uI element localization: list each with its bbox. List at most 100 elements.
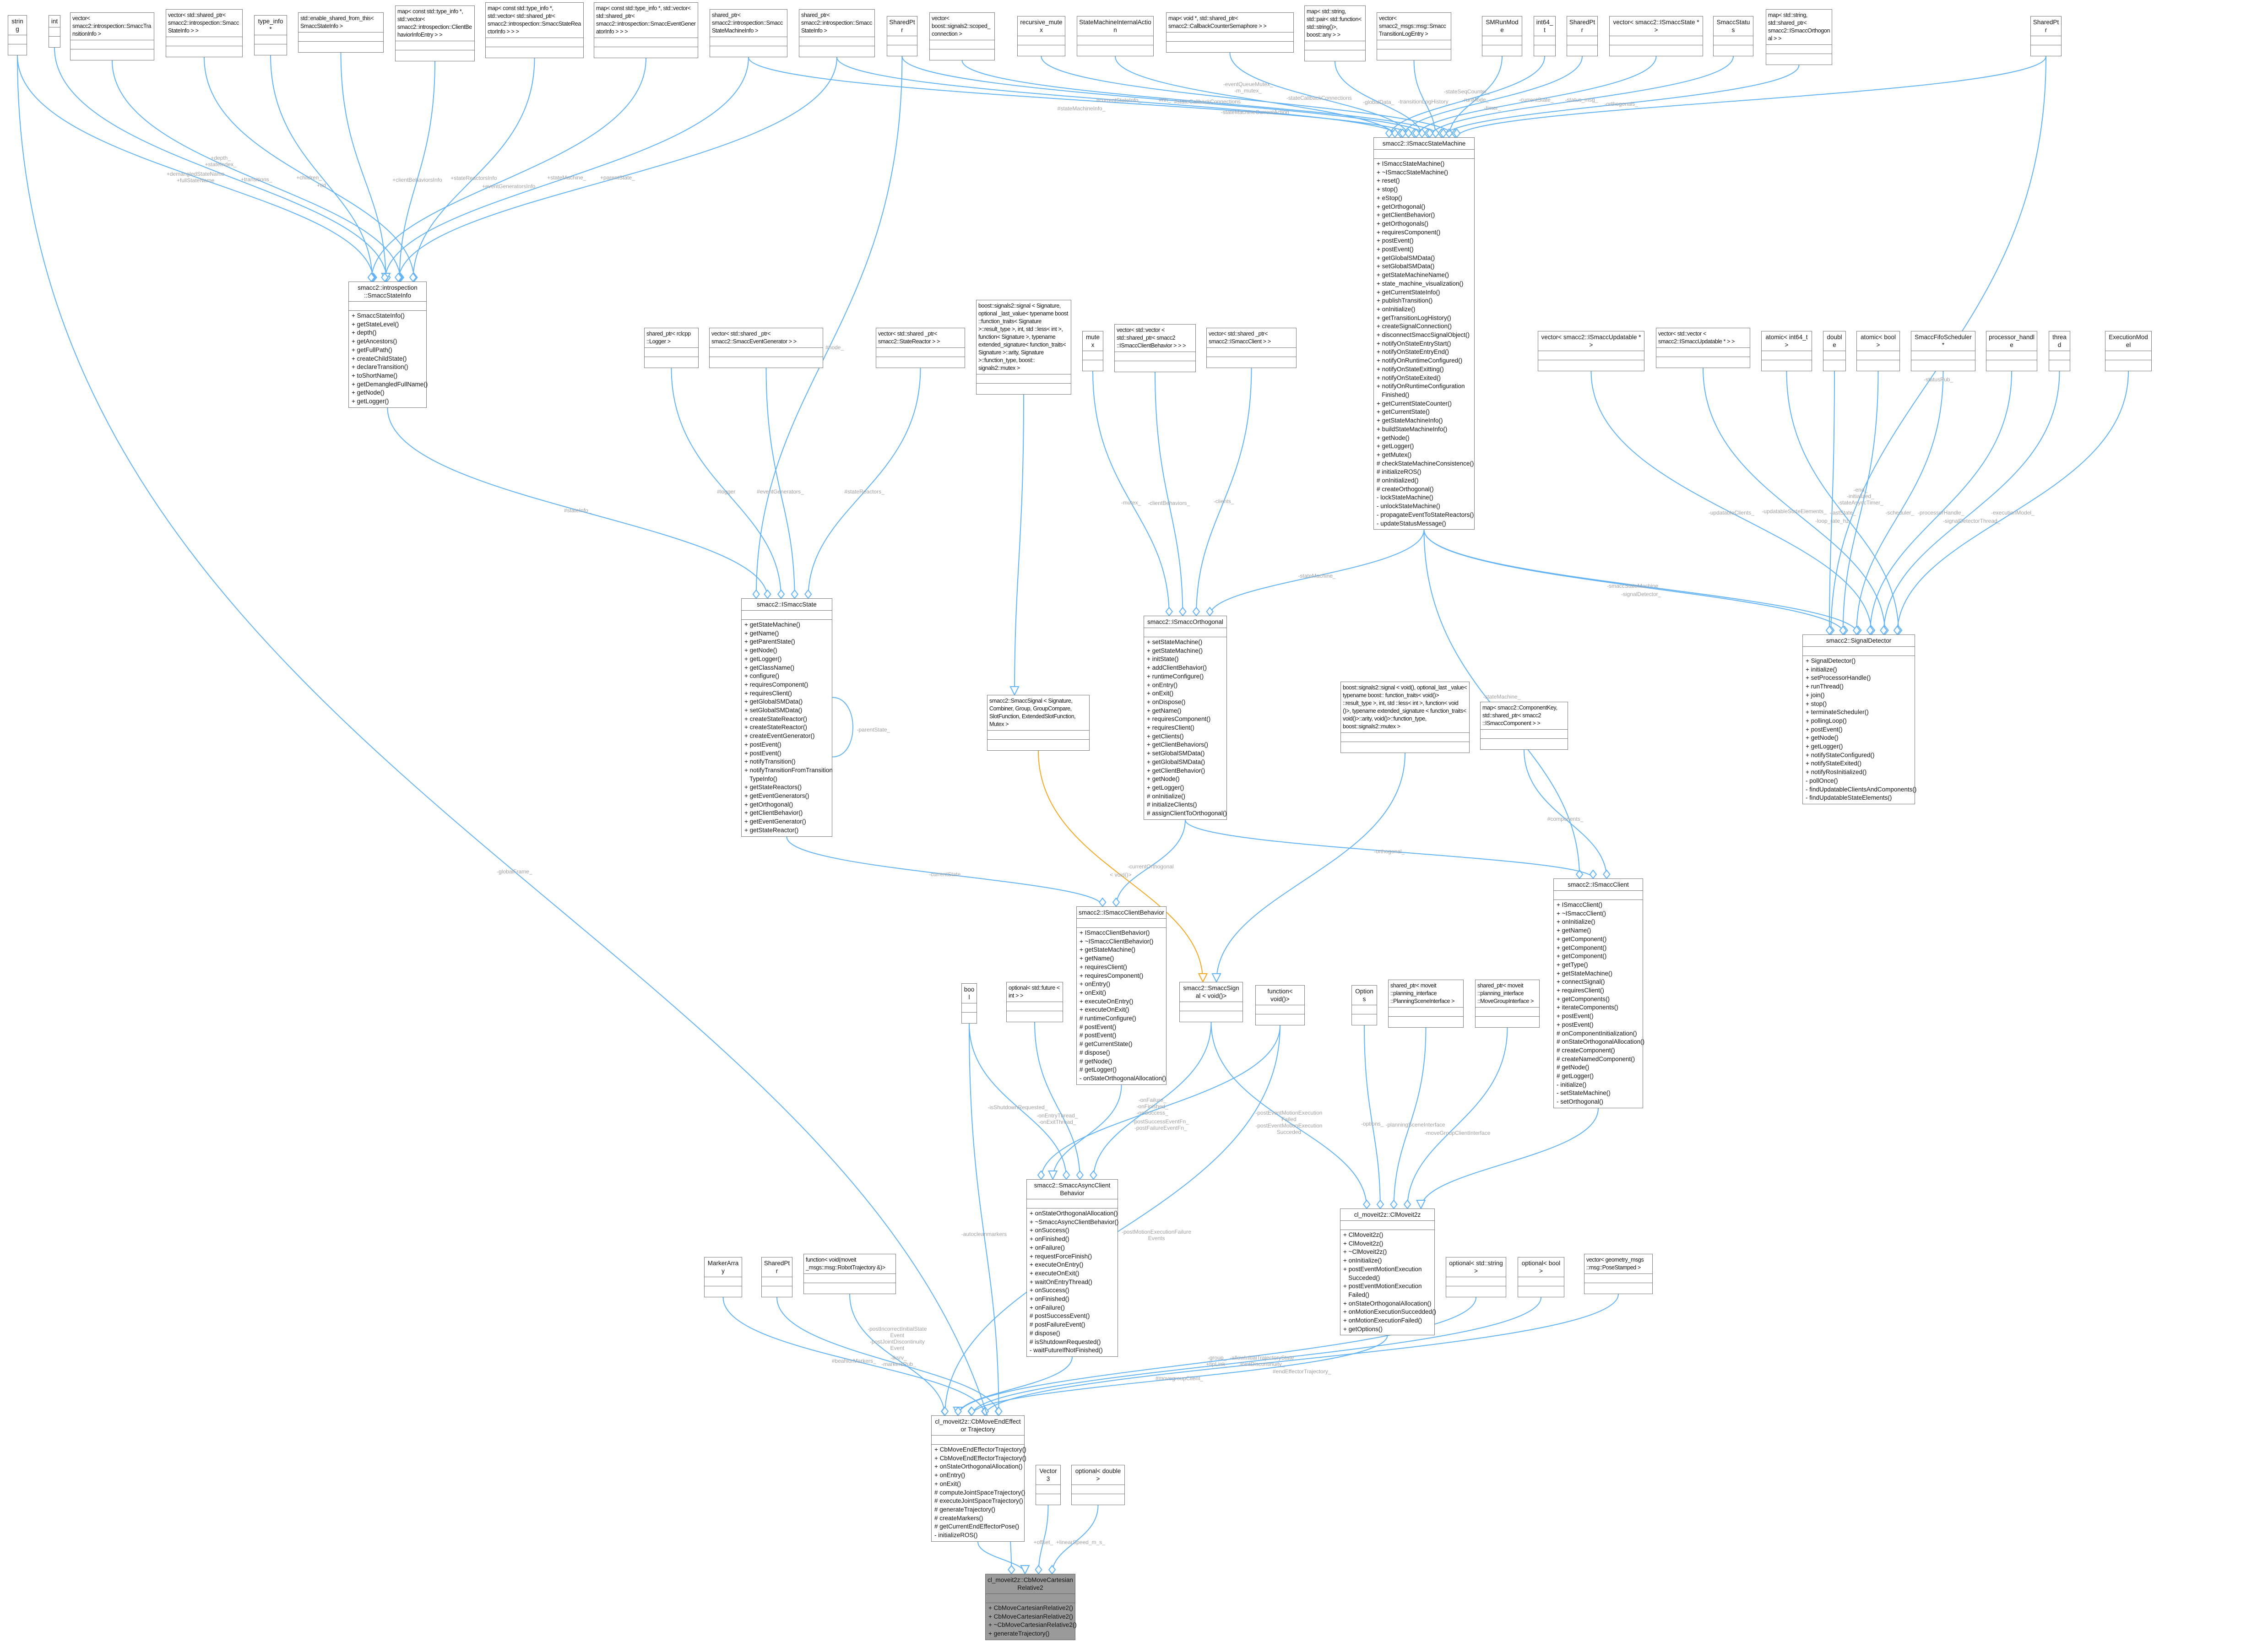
class-node-sharedptr[interactable]: SharedPtr	[887, 16, 917, 56]
aggregation-diamond-icon	[1866, 625, 1874, 635]
class-node-smaccstatus[interactable]: SmaccStatus	[1713, 16, 1753, 56]
class-node-markerarray[interactable]: MarkerArray	[704, 1257, 742, 1297]
relationship-edge	[1897, 371, 2129, 635]
class-node-optional-std-string[interactable]: optional< std::string >	[1446, 1257, 1506, 1297]
edge-label: #stateReactors_	[844, 488, 884, 495]
class-node-smaccfifoscheduler[interactable]: SmaccFifoScheduler *	[1911, 331, 1975, 371]
class-node-recursive-mutex[interactable]: recursive_mutex	[1017, 16, 1065, 56]
methods-section	[705, 1286, 742, 1297]
class-node-cl-moveit2z-cbmoveendeffector-trajectory[interactable]: cl_moveit2z::CbMoveEndEffector Trajector…	[931, 1415, 1026, 1542]
class-node-boost-signals2-signal-signature-optional-last-valu[interactable]: boost::signals2::signal < Signature, opt…	[976, 300, 1071, 395]
class-node-smacc2-ismaccorthogonal[interactable]: smacc2::ISmaccOrthogonal+ setStateMachin…	[1144, 616, 1227, 820]
class-node-optional-std-future-int[interactable]: optional< std::future < int > >	[1006, 982, 1063, 1022]
method-item: + CbMoveEndEffectorTrajectory()	[934, 1454, 1026, 1462]
class-node-sharedptr[interactable]: SharedPtr	[2030, 16, 2062, 56]
method-item: + initState()	[1147, 656, 1179, 663]
class-node-cl-moveit2z-clmoveit2z[interactable]: cl_moveit2z::ClMoveit2z+ ClMoveit2z()+ C…	[1340, 1208, 1436, 1336]
class-node-function-void[interactable]: function< void()>	[1255, 985, 1305, 1025]
class-node-vector-std-vector-smacc2-ismaccupdatable[interactable]: vector< std::vector < smacc2::ISmaccUpda…	[1656, 328, 1750, 368]
class-node-smacc2-ismaccstatemachine[interactable]: smacc2::ISmaccStateMachine+ ISmaccStateM…	[1373, 137, 1475, 530]
class-node-type-info[interactable]: type_info *	[254, 15, 287, 55]
class-node-smacc2-introspection-smaccstateinfo[interactable]: smacc2::introspection ::SmaccStateInfo+ …	[348, 282, 428, 408]
class-node-map-std-string-std-pair-std-function-std-string-bo[interactable]: map< std::string, std::pair< std::functi…	[1304, 5, 1366, 61]
class-node-vector-std-shared-ptr-smacc2-ismaccclient[interactable]: vector< std::shared _ptr< smacc2::ISmacc…	[1206, 328, 1297, 368]
class-node-options[interactable]: Options	[1351, 985, 1377, 1025]
relationship-edge	[398, 57, 837, 282]
class-node-shared-ptr-rclcpp-logger[interactable]: shared_ptr< rclcpp ::Logger >	[644, 328, 699, 368]
class-node-statemachineinternalaction[interactable]: StateMachineInternalAction	[1077, 16, 1154, 56]
class-node-smacc2-ismaccstate[interactable]: smacc2::ISmaccState+ getStateMachine()+ …	[741, 598, 833, 837]
method-item: + onFinished()	[1030, 1295, 1069, 1303]
class-node-int[interactable]: int	[49, 15, 60, 48]
class-name: vector< boost::signals2::scoped_connecti…	[930, 13, 994, 40]
class-node-string[interactable]: string	[8, 15, 27, 55]
class-node-map-void-std-shared-ptr-smacc2-callbackcountersema[interactable]: map< void *, std::shared_ptr< smacc2::Ca…	[1166, 12, 1294, 53]
class-node-executionmodel[interactable]: ExecutionModel	[2105, 331, 2152, 371]
class-name: int64_t	[1534, 16, 1555, 36]
class-node-vector-std-shared-ptr-smacc2-smacceventgenerator[interactable]: vector< std::shared _ptr< smacc2::SmaccE…	[709, 328, 823, 368]
edge-label: -lastState_	[1829, 509, 1856, 516]
class-node-vector-smacc2-ismaccupdatable[interactable]: vector< smacc2::ISmaccUpdatable * >	[1538, 331, 1644, 371]
edge-label: -stateMachineCurrentAction	[1221, 109, 1289, 116]
relationship-edge	[765, 368, 795, 599]
class-node-optional-bool[interactable]: optional< bool >	[1518, 1257, 1564, 1297]
class-node-vector-boost-signals2-scoped-connection[interactable]: vector< boost::signals2::scoped_connecti…	[929, 12, 995, 60]
class-node-thread[interactable]: thread	[2049, 331, 2070, 371]
class-node-double[interactable]: double	[1823, 331, 1846, 371]
class-node-map-std-string-std-shared-ptr-smacc2-ismaccorthogo[interactable]: map< std::string, std::shared_ptr< smacc…	[1766, 9, 1832, 65]
class-node-smacc2-signaldetector[interactable]: smacc2::SignalDetector+ SignalDetector()…	[1802, 634, 1916, 804]
class-node-vector-smacc2-ismaccstate[interactable]: vector< smacc2::ISmaccState * >	[1609, 16, 1703, 56]
attributes-section	[962, 1003, 977, 1013]
method-item: + ~ISmaccStateMachine()	[1377, 168, 1449, 176]
method-item: + postEvent()	[1557, 1021, 1594, 1028]
class-node-sharedptr[interactable]: SharedPtr	[1567, 16, 1598, 56]
edge-label: -updatableClients_	[1708, 509, 1754, 516]
methods-section	[486, 47, 583, 58]
class-node-shared-ptr-moveit-planning-interface-movegroupinte[interactable]: shared_ptr< moveit ::planning_interface …	[1475, 980, 1540, 1028]
method-item: + createSignalConnection()	[1377, 323, 1452, 330]
class-node-vector3[interactable]: Vector3	[1036, 1465, 1061, 1505]
class-node-map-const-std-type-info-std-vector-std-shared-ptr-[interactable]: map< const std::type_info *, std::vector…	[485, 2, 584, 58]
aggregation-diamond-icon	[1090, 1170, 1097, 1180]
method-item: + CbMoveCartesianRelative2()	[988, 1613, 1073, 1620]
class-node-sharedptr[interactable]: SharedPtr	[761, 1257, 792, 1297]
class-node-smacc2-ismaccclient[interactable]: smacc2::ISmaccClient+ ISmaccClient()+ ~I…	[1553, 878, 1644, 1108]
class-node-map-const-std-type-info-std-vector-smacc2-introspe[interactable]: map< const std::type_info *, std::vector…	[395, 5, 475, 61]
class-node-smacc2-smaccasyncclient-behavior[interactable]: smacc2::SmaccAsyncClient Behavior+ onSta…	[1026, 1179, 1118, 1357]
class-node-int64-t[interactable]: int64_t	[1534, 16, 1556, 56]
class-node-shared-ptr-smacc2-introspection-smaccstatemachinei[interactable]: shared_ptr< smacc2::introspection::Smacc…	[710, 9, 787, 57]
class-node-optional-double[interactable]: optional< double >	[1071, 1465, 1125, 1505]
method-item: + getClients()	[1147, 732, 1184, 740]
method-item: + setGlobalSMData()	[1377, 263, 1435, 270]
class-node-smrunmode[interactable]: SMRunMode	[1482, 16, 1522, 56]
class-node-processor-handle[interactable]: processor_handle	[1986, 331, 2037, 371]
class-node-mutex[interactable]: mutex	[1082, 331, 1103, 371]
class-node-vector-smacc2-introspection-smacctransitioninfo[interactable]: vector< smacc2::introspection::SmaccTran…	[70, 12, 154, 60]
class-node-shared-ptr-moveit-planning-interface-planningscene[interactable]: shared_ptr< moveit ::planning_interface …	[1388, 980, 1464, 1028]
method-item: + initialize()	[1806, 666, 1837, 673]
class-node-smacc2-smaccsignal-void[interactable]: smacc2::SmaccSignal < void()>	[1179, 982, 1243, 1022]
edge-label: +clientBehaviorsInfo	[392, 176, 442, 183]
class-node-smacc2-smaccsignal-signature-combiner-group-groupc[interactable]: smacc2::SmaccSignal < Signature, Combine…	[987, 695, 1090, 751]
class-node-cl-moveit2z-cbmovecartesian-relative2[interactable]: cl_moveit2z::CbMoveCartesian Relative2+ …	[985, 1574, 1077, 1640]
class-node-vector-smacc2-msgs-msg-smacctransitionlogentry[interactable]: vector< smacc2_msgs::msg::SmaccTransitio…	[1377, 12, 1451, 60]
methods-section: + CbMoveCartesianRelative2()+ CbMoveCart…	[986, 1603, 1077, 1640]
class-node-atomic-int64-t[interactable]: atomic< int64_t >	[1761, 331, 1812, 371]
class-node-vector-std-vector-std-shared-ptr-smacc2-ismaccclie[interactable]: vector< std::vector < std::shared_ptr< s…	[1114, 324, 1196, 372]
class-node-map-const-std-type-info-std-vector-std-shared-ptr-[interactable]: map< const std::type_info *, std::vector…	[594, 2, 698, 58]
class-node-vector-std-shared-ptr-smacc2-statereactor[interactable]: vector< std::shared _ptr< smacc2::StateR…	[876, 328, 965, 368]
class-node-shared-ptr-smacc2-introspection-smaccstateinfo[interactable]: shared_ptr< smacc2::introspection::Smacc…	[799, 9, 875, 57]
edge-label: -allowInitialTrajectoryState JointDiscon…	[1230, 1354, 1294, 1367]
class-node-map-smacc2-componentkey-std-shared-ptr-smacc2-isma[interactable]: map< smacc2::ComponentKey, std::shared_p…	[1480, 702, 1568, 750]
methods-section: + SignalDetector()+ initialize()+ setPro…	[1803, 656, 1916, 804]
attributes-section	[1341, 733, 1469, 742]
class-node-boost-signals2-signal-void-optional-last-value-typ[interactable]: boost::signals2::signal < void(), option…	[1340, 682, 1470, 753]
class-node-vector-std-shared-ptr-smacc2-introspection-smaccst[interactable]: vector< std::shared_ptr< smacc2::introsp…	[166, 9, 243, 57]
class-node-bool[interactable]: bool	[961, 983, 977, 1024]
class-node-atomic-bool[interactable]: atomic< bool >	[1856, 331, 1900, 371]
class-node-function-void-moveit-msgs-msg-robottrajectory[interactable]: function< void(moveit _msgs::msg::RobotT…	[803, 1254, 896, 1294]
edge-label: -postSuccessEventFn_ -postFailureEventFn…	[1132, 1118, 1189, 1131]
class-node-vector-geometry-msgs-msg-posestamped[interactable]: vector< geometry_msgs ::msg::PoseStamped…	[1584, 1254, 1653, 1294]
class-node-std-enable-shared-from-this-smaccstateinfo[interactable]: std::enable_shared_from_this< SmaccState…	[298, 12, 384, 53]
class-node-smacc2-ismaccclientbehavior[interactable]: smacc2::ISmaccClientBehavior+ ISmaccClie…	[1076, 906, 1167, 1085]
